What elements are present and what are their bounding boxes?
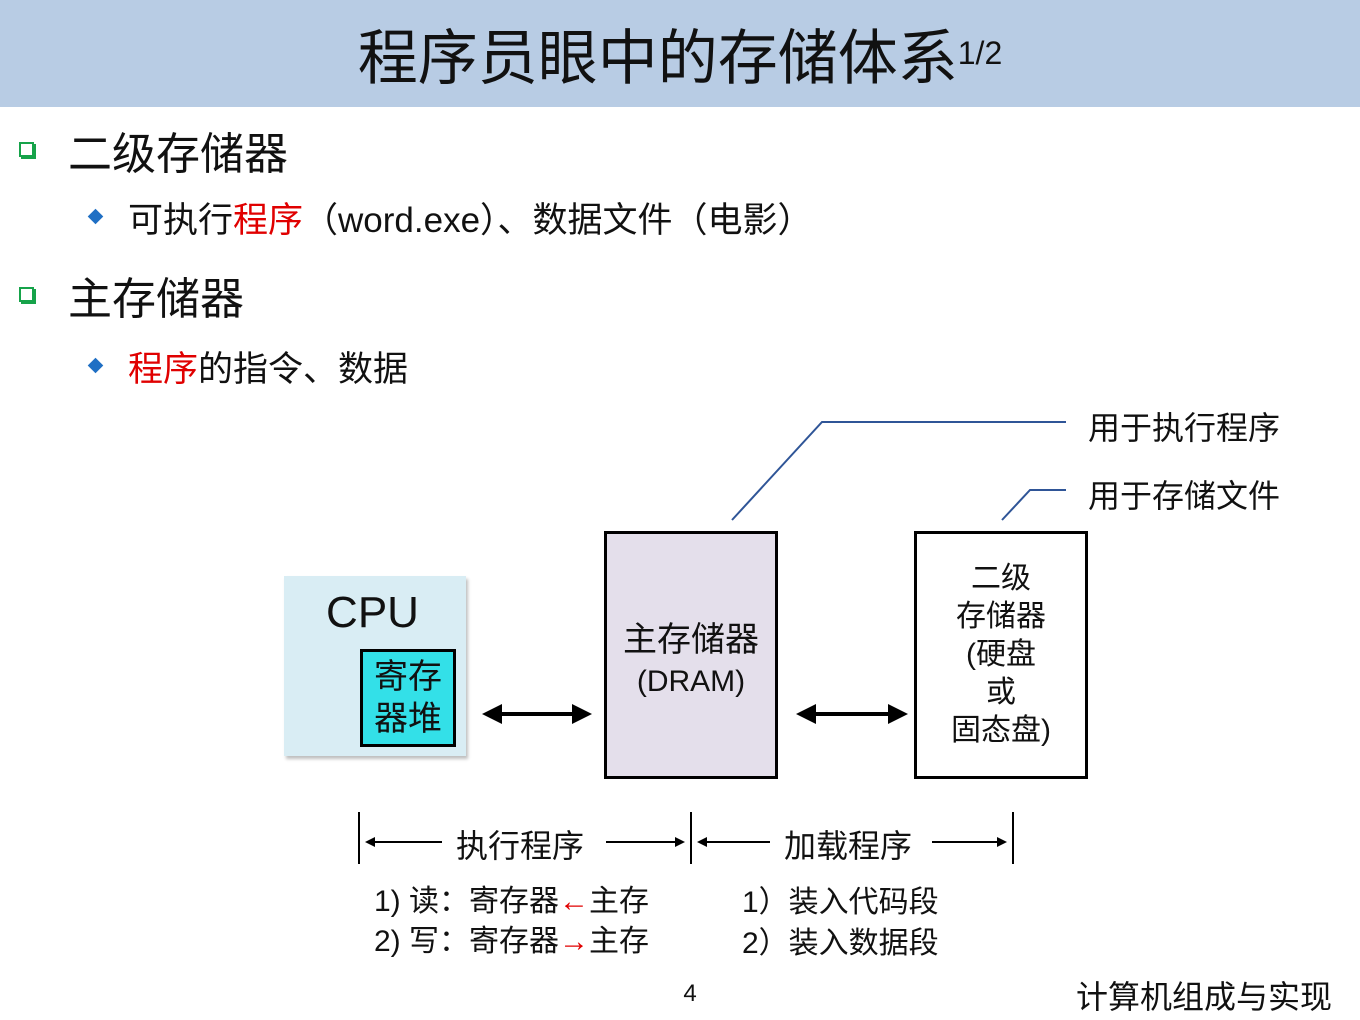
cpu-label: CPU xyxy=(326,588,419,637)
square-bullet-icon xyxy=(19,142,34,157)
secondary-storage-line2: 存储器 xyxy=(956,600,1046,633)
exec-step-read: 1) 读：寄存器←主存 xyxy=(374,876,649,920)
bullet-heading-main-memory: 主存储器 xyxy=(68,275,244,324)
main-memory-label: 主存储器 xyxy=(623,620,759,659)
exec-step-write: 2) 写：寄存器→主存 xyxy=(374,916,649,960)
load-step-code: 1）装入代码段 xyxy=(742,886,939,919)
secondary-storage-line4: 或 xyxy=(986,676,1016,709)
bracket-label-exec: 执行程序 xyxy=(450,821,591,867)
secondary-storage-line3: (硬盘 xyxy=(966,638,1036,671)
square-bullet-icon xyxy=(19,287,34,302)
exec-step-read-suffix: 主存 xyxy=(589,885,650,918)
text-instructions-data: 的指令、数据 xyxy=(198,350,409,389)
right-arrow-icon: → xyxy=(559,925,590,958)
register-file-block: 寄存 器堆 xyxy=(360,649,456,747)
secondary-storage-line5: 固态盘) xyxy=(951,714,1051,747)
callout-exec-label: 用于执行程序 xyxy=(1088,410,1281,446)
title-bar xyxy=(0,0,1360,107)
callout-line-exec xyxy=(731,421,1066,521)
text-executable: 可执行 xyxy=(128,201,234,240)
load-step-data: 2）装入数据段 xyxy=(742,927,939,960)
main-memory-block: 主存储器 (DRAM) xyxy=(604,531,778,779)
text-examples: （word.exe）、数据文件（电影） xyxy=(303,201,813,240)
main-memory-type: (DRAM) xyxy=(636,664,746,698)
exec-step-read-prefix: 1) 读：寄存器 xyxy=(374,885,560,918)
callout-line-store xyxy=(1001,489,1066,521)
left-arrow-icon: ← xyxy=(559,885,590,918)
course-footer: 计算机组成与实现 xyxy=(1075,979,1332,1015)
bullet-item-main-memory: 程序的指令、数据 xyxy=(128,341,408,392)
page-number: 4 xyxy=(683,980,697,1007)
register-file-line1: 寄存 xyxy=(374,658,442,696)
highlight-program: 程序 xyxy=(128,350,199,389)
highlight-program: 程序 xyxy=(233,201,304,240)
bullet-heading-secondary-storage: 二级存储器 xyxy=(68,130,288,179)
bracket-label-load: 加载程序 xyxy=(778,821,919,867)
slide-title-text: 程序员眼中的存储体系 xyxy=(357,25,958,92)
secondary-storage-line1: 二级 xyxy=(971,562,1031,595)
callout-store-label: 用于存储文件 xyxy=(1088,478,1281,514)
slide-title-page-fraction: 1/2 xyxy=(957,35,1003,71)
exec-step-write-prefix: 2) 写：寄存器 xyxy=(374,925,560,958)
exec-step-write-suffix: 主存 xyxy=(589,925,650,958)
secondary-storage-block: 二级 存储器 (硬盘 或 固态盘) xyxy=(914,531,1088,779)
register-file-line2: 器堆 xyxy=(374,700,442,738)
bullet-item-secondary-storage: 可执行程序（word.exe）、数据文件（电影） xyxy=(128,192,813,243)
